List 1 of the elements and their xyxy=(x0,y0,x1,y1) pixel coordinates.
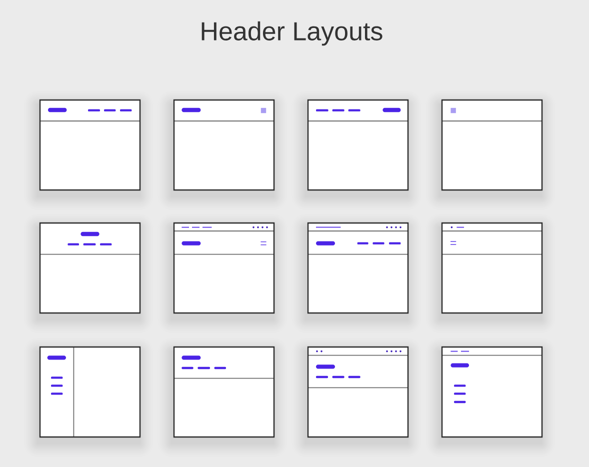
title: Header Layouts xyxy=(202,21,382,46)
